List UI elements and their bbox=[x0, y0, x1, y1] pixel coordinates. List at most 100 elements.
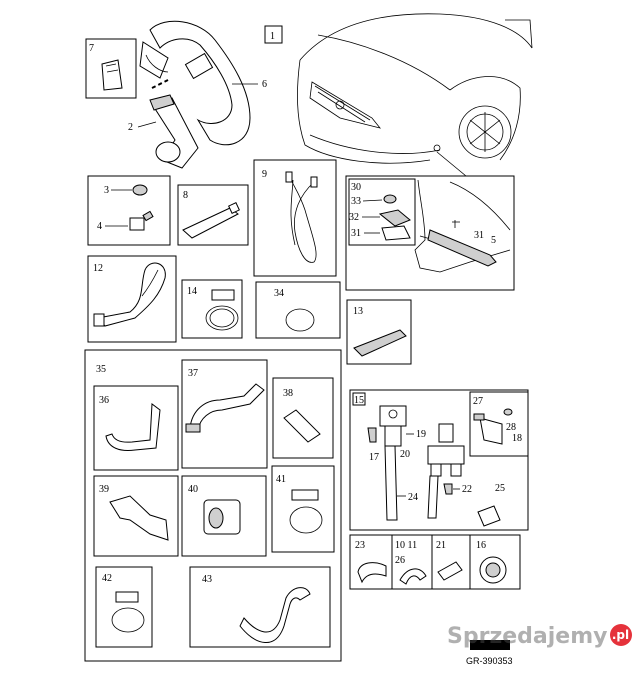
hose-separation-dash bbox=[151, 79, 169, 89]
part-9-cable bbox=[285, 171, 318, 263]
part-25-sleeve bbox=[477, 505, 501, 527]
watermark-text: Sprzedajemy bbox=[447, 624, 608, 649]
part-8-box bbox=[177, 184, 249, 246]
part-40-label: 40 bbox=[188, 484, 198, 495]
part-4-bolt bbox=[129, 210, 154, 231]
part-36-box bbox=[93, 385, 179, 471]
part-1-label-box bbox=[264, 25, 283, 44]
part-30-subbox bbox=[348, 178, 416, 246]
part-35-label: 35 bbox=[96, 364, 106, 375]
kit-35-box bbox=[84, 349, 342, 662]
bumper-section bbox=[414, 179, 511, 273]
part-8-label: 8 bbox=[183, 190, 188, 201]
kit-15-label-box bbox=[352, 392, 366, 406]
part-34-o-ring bbox=[285, 308, 315, 332]
part-36-label: 36 bbox=[99, 395, 109, 406]
part-21-clip bbox=[437, 561, 463, 581]
part-42-clamp bbox=[111, 591, 145, 633]
part-41-label: 41 bbox=[276, 474, 286, 485]
part-39-bracket bbox=[109, 495, 169, 541]
part-43-label: 43 bbox=[202, 574, 212, 585]
part-20-label: 20 bbox=[400, 449, 410, 460]
part-33-label: 33 bbox=[351, 196, 361, 207]
reference-code: GR-390353 bbox=[466, 656, 513, 666]
part-34-label: 34 bbox=[274, 288, 284, 299]
part-2-label: 2 bbox=[128, 122, 133, 133]
part-8-tube bbox=[182, 207, 239, 239]
part-6-label: 6 bbox=[262, 79, 267, 90]
part-37-box bbox=[181, 359, 268, 469]
part-32-label: 32 bbox=[349, 212, 359, 223]
part-33-nut bbox=[383, 194, 397, 204]
part-6-hose bbox=[139, 20, 251, 146]
part-37-label: 37 bbox=[188, 368, 198, 379]
part-26-clip bbox=[399, 568, 427, 585]
part-40-box bbox=[181, 475, 267, 557]
part-19-connector bbox=[438, 423, 454, 443]
part-23-label: 23 bbox=[355, 540, 365, 551]
part-24-label: 24 bbox=[408, 492, 418, 503]
car-front-illustration bbox=[297, 13, 533, 164]
part-19-label: 19 bbox=[416, 429, 426, 440]
part-27-subbox bbox=[469, 391, 529, 457]
part-23-clip bbox=[357, 562, 387, 584]
part-28-label: 28 bbox=[506, 422, 516, 433]
part-41-clamp bbox=[289, 489, 323, 534]
part-16-label: 16 bbox=[476, 540, 486, 551]
part-7-box bbox=[85, 38, 137, 99]
part-12-label: 12 bbox=[93, 263, 103, 274]
part-5-label: 5 bbox=[491, 235, 496, 246]
car-to-inset-leader bbox=[436, 151, 467, 177]
part-7-clip bbox=[101, 59, 123, 91]
part-13-label: 13 bbox=[353, 306, 363, 317]
part-2-leader bbox=[137, 121, 157, 128]
part-16-box bbox=[469, 534, 521, 590]
part-26-label: 26 bbox=[395, 555, 405, 566]
part-39-label: 39 bbox=[99, 484, 109, 495]
part-32-bracket bbox=[378, 209, 411, 227]
kit-15-box bbox=[349, 389, 529, 531]
part-41-box bbox=[271, 465, 335, 553]
part-12-box bbox=[87, 255, 177, 343]
part-27-label: 27 bbox=[473, 396, 483, 407]
part-17-bolt bbox=[367, 427, 377, 443]
part-39-box bbox=[93, 475, 179, 557]
part-38-box bbox=[272, 377, 334, 459]
part-20-valve-block bbox=[427, 445, 465, 477]
part-19-pump bbox=[379, 405, 407, 447]
part-3-nut bbox=[132, 184, 148, 196]
part-2-elbow-connector bbox=[149, 94, 199, 169]
part-3-4-box bbox=[87, 175, 171, 246]
part-43-box bbox=[189, 566, 331, 648]
part-36-hose bbox=[105, 403, 161, 451]
part-34-box bbox=[255, 281, 341, 339]
part-7-label: 7 bbox=[89, 43, 94, 54]
part-14-label: 14 bbox=[187, 286, 197, 297]
watermark-suffix: .pl bbox=[609, 624, 632, 646]
ref-stamp bbox=[470, 640, 510, 650]
part-17-label: 17 bbox=[369, 452, 379, 463]
part-4-label: 4 bbox=[97, 221, 102, 232]
part-38-label: 38 bbox=[283, 388, 293, 399]
part-18-label: 18 bbox=[512, 433, 522, 444]
part-9-label: 9 bbox=[262, 169, 267, 180]
part-3-label: 3 bbox=[104, 185, 109, 196]
part-42-box bbox=[95, 566, 153, 648]
inset-bumper-box bbox=[345, 175, 515, 291]
part-42-label: 42 bbox=[102, 573, 112, 584]
part-14-clamp bbox=[205, 289, 239, 331]
part-22-bolt bbox=[443, 483, 453, 495]
part-5-hose bbox=[427, 229, 497, 267]
part-22-label: 22 bbox=[462, 484, 472, 495]
part-9-box bbox=[253, 159, 337, 277]
part-15-label: 15 bbox=[354, 395, 364, 406]
part-13-pad bbox=[353, 329, 407, 357]
part-37-hose bbox=[189, 383, 265, 431]
part-31-bracket bbox=[381, 225, 411, 241]
part-18-bracket bbox=[479, 417, 503, 445]
part-14-box bbox=[181, 279, 243, 339]
part-30-label: 30 bbox=[351, 182, 361, 193]
part-43-hose bbox=[239, 587, 311, 643]
watermark: Sprzedajemy.pl bbox=[447, 624, 632, 649]
